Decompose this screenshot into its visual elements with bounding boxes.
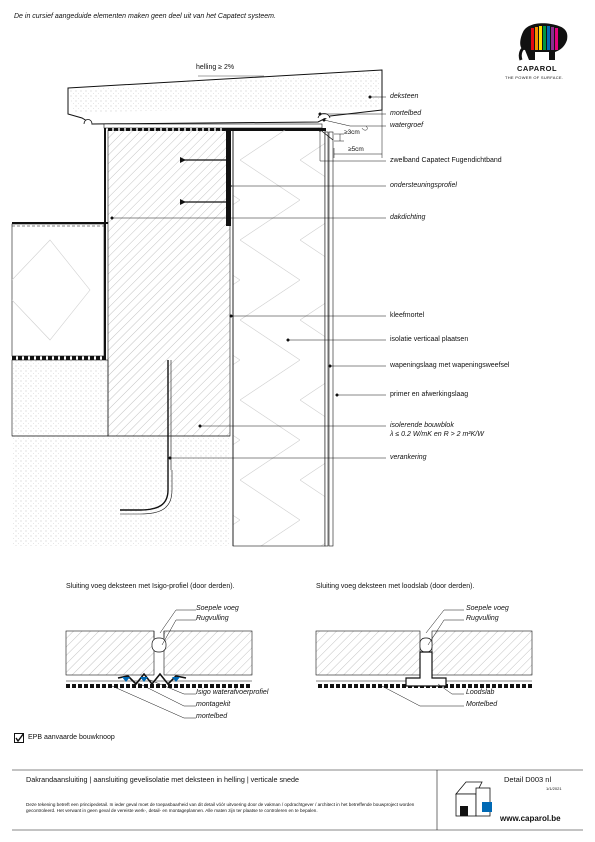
right-label-mortelbed: Mortelbed [466,701,498,708]
label-verankering: verankering [390,454,427,461]
caparol-logo: CAPAROL THE POWER OF SURFACE. [505,20,585,82]
slope-label: helling ≥ 2% [196,64,235,71]
dim-5cm: ≥5cm [348,146,364,153]
left-label-mortelbed: mortelbed [196,713,228,720]
brand-name: CAPAROL [517,64,558,73]
brand-slogan: THE POWER OF SURFACE. [505,75,564,80]
label-dakdichting: dakdichting [390,214,426,221]
sub-left-title: Sluiting voeg deksteen met Isigo-profiel… [66,583,235,590]
system-note: De in cursief aangeduide elementen maken… [14,13,276,20]
label-kleefmortel: kleefmortel [390,312,425,319]
roof-sealing [12,128,325,360]
footer-disclaimer: Deze tekening betreft een principedetail… [26,802,415,813]
left-label-isigo: Isigo waterafvoerprofiel [196,689,269,696]
footer-frame [12,769,583,831]
finish-layer [328,131,334,547]
detail-number: Detail D003 nl [504,775,552,784]
right-label-loodslab: Loodslab [466,689,495,696]
label-bouwblok: isolerende bouwblok [390,422,454,429]
sub-right-title: Sluiting voeg deksteen met loodslab (doo… [316,583,475,590]
checkmark-icon [15,734,23,742]
dim-3cm: ≥3cm [344,129,360,136]
reinforcement-layer [324,131,329,547]
coping-stone [67,69,383,125]
detail-loodslab [315,609,533,707]
detail-date: 1/1/2021 [546,786,562,791]
label-bouwblok-spec: λ ≤ 0.2 W/mK en R > 2 m²K/W [390,431,484,438]
floor-slab [12,436,230,546]
label-watergroef: watergroef [390,122,424,129]
label-deksteen: deksteen [390,93,419,100]
insulating-block [107,129,231,437]
roof-insulation [11,223,105,357]
left-label-soepele-voeg: Soepele voeg [196,605,239,612]
label-zwelband: zwelband Capatect Fugendichtband [390,157,502,164]
left-label-rugvulling: Rugvulling [196,615,229,622]
epb-checkbox[interactable] [14,733,24,743]
roof-slab [11,359,109,437]
elephant-logo-icon [518,23,568,61]
house-icon [455,781,492,817]
footer-title: Dakrandaansluiting | aansluiting gevelis… [26,775,300,784]
left-label-montagekit: montagekit [196,701,231,708]
support-profile [226,128,326,226]
insulation-boards [232,129,326,547]
label-wapening: wapeningslaag met wapeningsweefsel [390,362,510,369]
detail-isigo [65,609,253,719]
website-link[interactable]: www.caparol.be [500,814,561,823]
anchor [120,360,173,515]
label-primer: primer en afwerkingslaag [390,391,469,398]
right-label-rugvulling: Rugvulling [466,615,499,622]
label-ondersteuningsprofiel: ondersteuningsprofiel [390,182,457,189]
label-mortelbed: mortelbed [390,110,422,117]
screws [180,155,230,207]
leader-lines [110,95,386,460]
mortar-bed [103,123,323,129]
right-label-soepele-voeg: Soepele voeg [466,605,509,612]
label-isolatie: isolatie verticaal plaatsen [390,336,469,343]
dimension-lines [333,110,383,158]
epb-label: EPB aanvaarde bouwknoop [28,734,115,741]
